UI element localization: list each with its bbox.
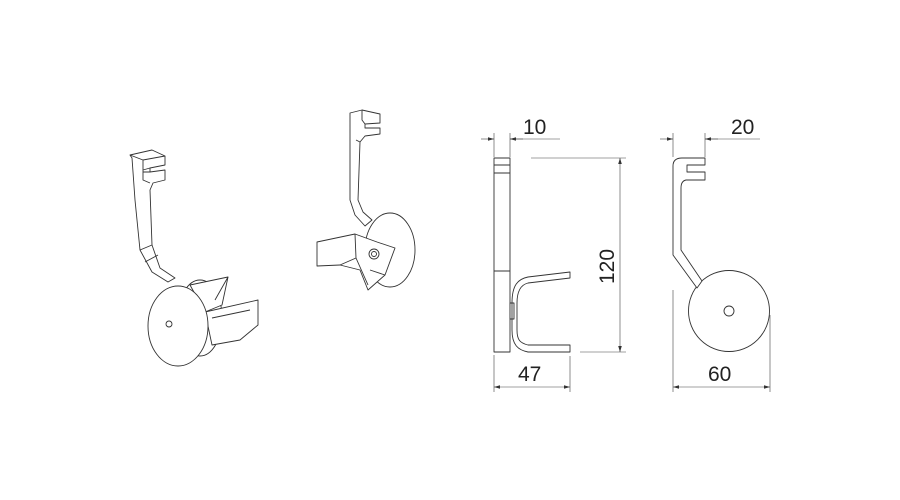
screw-hole-icon bbox=[165, 320, 173, 328]
dimension-label: 60 bbox=[708, 363, 731, 386]
dimension-label: 47 bbox=[518, 363, 541, 386]
dimension-60: 60 bbox=[672, 290, 771, 392]
dimension-label: 20 bbox=[731, 116, 754, 139]
disc-face bbox=[147, 285, 209, 367]
dimension-120: 120 bbox=[531, 157, 626, 353]
screw-hole-icon bbox=[723, 305, 735, 317]
dimension-label: 120 bbox=[596, 249, 619, 284]
disc bbox=[688, 270, 770, 352]
dimension-label: 10 bbox=[523, 116, 546, 139]
dimension-20: 20 bbox=[660, 116, 760, 157]
dimension-47: 47 bbox=[493, 355, 571, 392]
dimension-10: 10 bbox=[481, 116, 560, 157]
isometric-view-1 bbox=[129, 149, 259, 367]
side-view bbox=[493, 157, 571, 353]
front-view bbox=[672, 157, 770, 352]
isometric-view-2 bbox=[316, 109, 416, 291]
screw-icon bbox=[371, 251, 377, 257]
